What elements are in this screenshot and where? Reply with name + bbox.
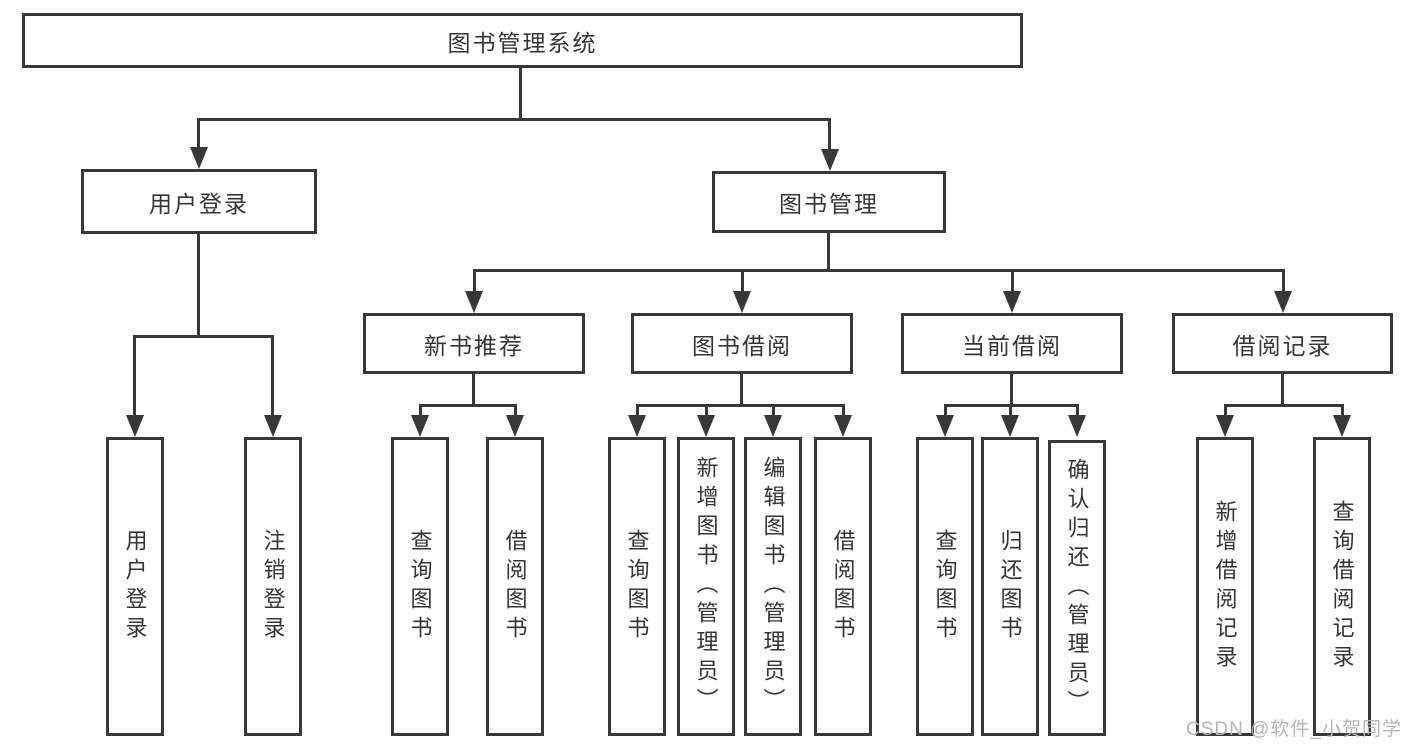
leaf-query-books: 查询图书 (391, 437, 449, 736)
arrowhead-down-icon (1274, 291, 1292, 313)
arrowhead-down-icon (411, 415, 429, 437)
leaf-query-books: 查询图书 (608, 437, 666, 736)
arrowhead-down-icon (936, 415, 954, 437)
arrowhead-down-icon (465, 291, 483, 313)
arrowhead-down-icon (1068, 415, 1086, 437)
node-label: 当前借阅 (962, 332, 1062, 359)
connector-line (827, 230, 830, 272)
connector-line (636, 404, 844, 407)
csdn-watermark: CSDN @软件_小贺同学 (1186, 719, 1402, 740)
leaf-label: 新增图书（管理员） (693, 456, 719, 717)
connector-line (1281, 371, 1284, 407)
node-label: 图书借阅 (692, 332, 792, 359)
connector-line (1010, 371, 1013, 407)
node-label: 用户登录 (149, 190, 249, 217)
arrowhead-down-icon (764, 415, 782, 437)
connector-line (514, 404, 517, 418)
node-book-borrowing: 图书借阅 (631, 313, 853, 374)
leaf-user-login: 用户登录 (106, 437, 164, 736)
leaf-return-books: 归还图书 (981, 437, 1039, 736)
node-user-login: 用户登录 (81, 169, 317, 234)
arrowhead-down-icon (821, 149, 839, 171)
leaf-label: 新增借阅记录 (1212, 499, 1238, 674)
node-new-book-recommend: 新书推荐 (363, 313, 585, 374)
arrowhead-down-icon (628, 415, 646, 437)
arrowhead-down-icon (506, 415, 524, 437)
connector-line (133, 335, 136, 420)
connector-line (636, 404, 639, 418)
leaf-edit-books-admin: 编辑图书（管理员） (744, 437, 802, 736)
leaf-label: 编辑图书（管理员） (760, 456, 786, 717)
connector-line (197, 118, 200, 152)
arrowhead-down-icon (1003, 291, 1021, 313)
connector-line (772, 404, 775, 418)
connector-line (197, 231, 200, 338)
leaf-label: 借阅图书 (502, 528, 528, 645)
node-label: 图书管理系统 (447, 29, 598, 56)
connector-line (1282, 269, 1285, 295)
connector-line (1076, 404, 1079, 418)
node-label: 新书推荐 (424, 332, 524, 359)
connector-line (473, 269, 1284, 272)
leaf-borrow-books: 借阅图书 (814, 437, 872, 736)
leaf-borrow-books: 借阅图书 (486, 437, 544, 736)
connector-line (198, 118, 831, 121)
leaf-add-borrow-record: 新增借阅记录 (1196, 437, 1254, 736)
node-borrowing-records: 借阅记录 (1172, 313, 1393, 374)
node-library-management-system: 图书管理系统 (22, 13, 1023, 68)
leaf-label: 注销登录 (260, 528, 286, 645)
node-book-management: 图书管理 (712, 171, 946, 233)
connector-line (1011, 269, 1014, 295)
leaf-label: 用户登录 (122, 528, 148, 645)
arrowhead-down-icon (1001, 415, 1019, 437)
leaf-query-books: 查询图书 (916, 437, 974, 736)
connector-line (944, 404, 947, 418)
connector-line (1224, 404, 1343, 407)
connector-line (842, 404, 845, 418)
arrowhead-down-icon (1333, 415, 1351, 437)
connector-line (1009, 404, 1012, 418)
connector-line (705, 404, 708, 418)
leaf-label: 确认归还（管理员） (1064, 457, 1090, 719)
arrowhead-down-icon (190, 147, 208, 169)
node-current-borrowing: 当前借阅 (901, 313, 1123, 374)
connector-line (419, 404, 516, 407)
connector-line (1224, 404, 1227, 418)
connector-line (472, 371, 475, 407)
arrowhead-down-icon (697, 415, 715, 437)
connector-line (271, 335, 274, 420)
leaf-label: 查询图书 (932, 528, 958, 645)
node-label: 图书管理 (779, 191, 879, 217)
leaf-label: 借阅图书 (830, 528, 856, 645)
connector-line (134, 335, 274, 338)
arrowhead-down-icon (1216, 415, 1234, 437)
connector-line (828, 118, 831, 152)
leaf-query-borrow-record: 查询借阅记录 (1313, 437, 1371, 736)
leaf-label: 查询图书 (624, 528, 650, 645)
leaf-logout: 注销登录 (244, 437, 302, 736)
connector-line (741, 269, 744, 295)
arrowhead-down-icon (733, 291, 751, 313)
leaf-label: 归还图书 (997, 528, 1023, 645)
leaf-label: 查询图书 (407, 528, 433, 645)
leaf-confirm-return-admin: 确认归还（管理员） (1048, 440, 1106, 736)
connector-line (740, 371, 743, 407)
node-label: 借阅记录 (1232, 332, 1333, 359)
arrowhead-down-icon (834, 415, 852, 437)
connector-line (1341, 404, 1344, 418)
leaf-label: 查询借阅记录 (1329, 499, 1355, 674)
connector-line (473, 269, 476, 295)
connector-line (519, 66, 522, 121)
connector-line (419, 404, 422, 418)
arrowhead-down-icon (126, 415, 144, 437)
leaf-add-books-admin: 新增图书（管理员） (677, 437, 735, 736)
arrowhead-down-icon (264, 415, 282, 437)
